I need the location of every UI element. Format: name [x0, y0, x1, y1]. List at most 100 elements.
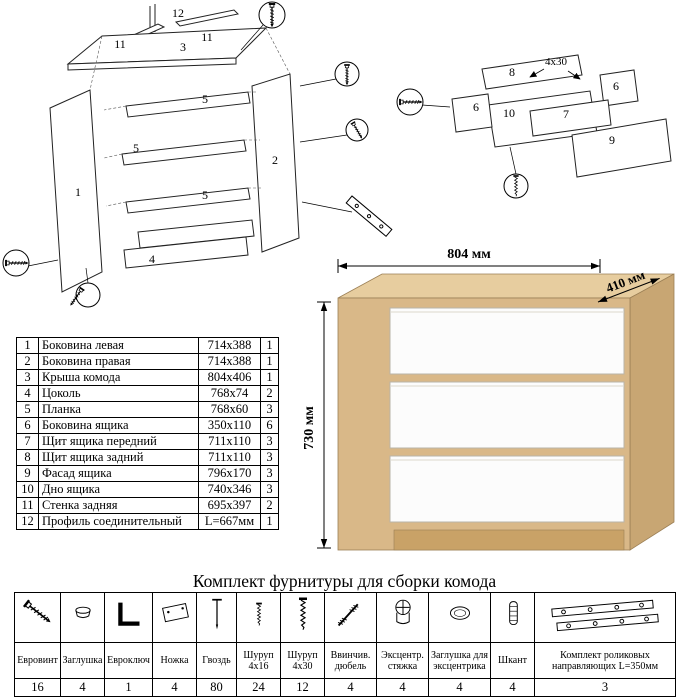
part-qty: 3 — [260, 401, 279, 418]
part-name: Цоколь — [38, 385, 199, 402]
part-label-5: 5 — [202, 188, 208, 202]
drawer-front-2 — [389, 381, 625, 449]
callout-leaders — [421, 104, 517, 175]
hardware-name: Шуруп 4х30 — [280, 642, 325, 679]
drawer-side-6b — [599, 69, 639, 107]
part-label-12: 12 — [172, 6, 184, 20]
chest-right-side — [629, 273, 675, 551]
dowel-screw-icon — [337, 603, 358, 627]
part-qty: 3 — [260, 433, 279, 450]
hardware-qty: 4 — [152, 678, 197, 697]
hardware-icon-cell — [236, 592, 281, 643]
part-name: Щит ящика передний — [38, 433, 199, 450]
part-name: Боковина ящика — [38, 417, 199, 434]
hardware-qty: 4 — [428, 678, 491, 697]
hardware-table: Евровинт Заглушка Евроключ Ножка Гвоздь … — [14, 592, 676, 697]
hardware-qty: 3 — [534, 678, 676, 697]
table-row: 9 Фасад ящика 796х170 3 — [16, 465, 279, 482]
drawer-side-6a — [451, 93, 493, 133]
cam-cap-icon — [449, 606, 470, 620]
part-size: 714х388 — [198, 337, 261, 354]
drawer-front-3 — [389, 455, 625, 523]
foot-icon — [161, 602, 189, 623]
drawer-facade-9 — [571, 118, 672, 178]
plinth-4b — [123, 236, 249, 269]
hardware-qty: 4 — [324, 678, 377, 697]
part-qty: 2 — [260, 385, 279, 402]
part-size: 714х388 — [198, 353, 261, 370]
part-size: 796х170 — [198, 465, 261, 482]
part-qty: 3 — [260, 449, 279, 466]
part-size: 350х110 — [198, 417, 261, 434]
table-row: 6 Боковина ящика 350х110 6 — [16, 417, 279, 434]
hardware-name: Шкант — [490, 642, 535, 679]
hardware-name: Шуруп 4х16 — [236, 642, 281, 679]
hardware-qty: 80 — [196, 678, 237, 697]
hardware-qty: 16 — [14, 678, 61, 697]
screw-size-label: 4х30 — [545, 56, 568, 68]
part-size: 804х406 — [198, 369, 261, 386]
drawer-exploded-diagram: 8 4х30 6 6 10 7 9 — [396, 54, 672, 199]
hardware-name: Эксцентр. стяжка — [376, 642, 429, 679]
plank-5a — [125, 91, 251, 118]
side-panel-1 — [49, 89, 103, 293]
table-row: 10 Дно ящика 740х346 3 — [16, 481, 279, 498]
part-name: Профиль соединительный — [38, 513, 199, 530]
table-row: 2 Боковина правая 714х388 1 — [16, 353, 279, 370]
part-qty: 3 — [260, 481, 279, 498]
hardware-name: Ввинчив. дюбель — [324, 642, 377, 679]
part-name: Фасад ящика — [38, 465, 199, 482]
part-number: 4 — [16, 385, 39, 402]
part-label-9: 9 — [609, 133, 615, 147]
callout-leaders — [27, 24, 353, 284]
part-qty: 1 — [260, 353, 279, 370]
part-label-5: 5 — [133, 141, 139, 155]
part-number: 2 — [16, 353, 39, 370]
part-label-6: 6 — [613, 79, 619, 93]
part-size: 711х110 — [198, 433, 261, 450]
part-label-2: 2 — [272, 153, 278, 167]
part-number: 8 — [16, 449, 39, 466]
hardware-name-row: Евровинт Заглушка Евроключ Ножка Гвоздь … — [14, 642, 676, 679]
plinth-4a — [137, 219, 255, 249]
hex-key-icon — [117, 602, 139, 626]
part-label-7: 7 — [563, 107, 569, 121]
wood-dowel-icon — [508, 601, 518, 626]
part-labels: 8 4х30 6 6 10 7 9 — [473, 56, 619, 147]
hardware-icon-cell — [104, 592, 153, 643]
cap-icon — [74, 606, 91, 619]
hardware-name: Заглушка — [60, 642, 105, 679]
part-qty: 1 — [260, 369, 279, 386]
hardware-qty: 12 — [280, 678, 325, 697]
drawer-front-7 — [529, 99, 612, 137]
part-size: L=667мм — [198, 513, 261, 530]
side-panel-2 — [251, 73, 300, 253]
part-label-10: 10 — [503, 106, 515, 120]
hardware-name: Комплект роликовых направляющих L=350мм — [534, 642, 676, 679]
hardware-icon-cell — [376, 592, 429, 643]
hardware-name: Евроключ — [104, 642, 153, 679]
hardware-name: Ножка — [152, 642, 197, 679]
width-dimension: 804 мм — [337, 247, 601, 273]
part-number: 12 — [16, 513, 39, 530]
hardware-qty: 24 — [236, 678, 281, 697]
hardware-name: Евровинт — [14, 642, 61, 679]
hardware-qty: 4 — [60, 678, 105, 697]
drawer-slides-icon — [551, 599, 659, 632]
width-label: 804 мм — [447, 247, 491, 262]
roller-guide-detail — [345, 195, 393, 238]
carcass-exploded-diagram: 12 11 11 3 1 2 5 5 5 4 — [2, 1, 393, 309]
top-panel-3-edge — [67, 57, 237, 71]
nail-icon — [211, 598, 222, 630]
hardware-qty: 4 — [490, 678, 535, 697]
plank-5c — [125, 187, 251, 214]
part-number: 3 — [16, 369, 39, 386]
part-number: 9 — [16, 465, 39, 482]
part-name: Боковина левая — [38, 337, 199, 354]
part-qty: 2 — [260, 497, 279, 514]
euroscrew-icon — [22, 598, 54, 627]
part-qty: 3 — [260, 465, 279, 482]
part-number: 10 — [16, 481, 39, 498]
part-name: Боковина правая — [38, 353, 199, 370]
